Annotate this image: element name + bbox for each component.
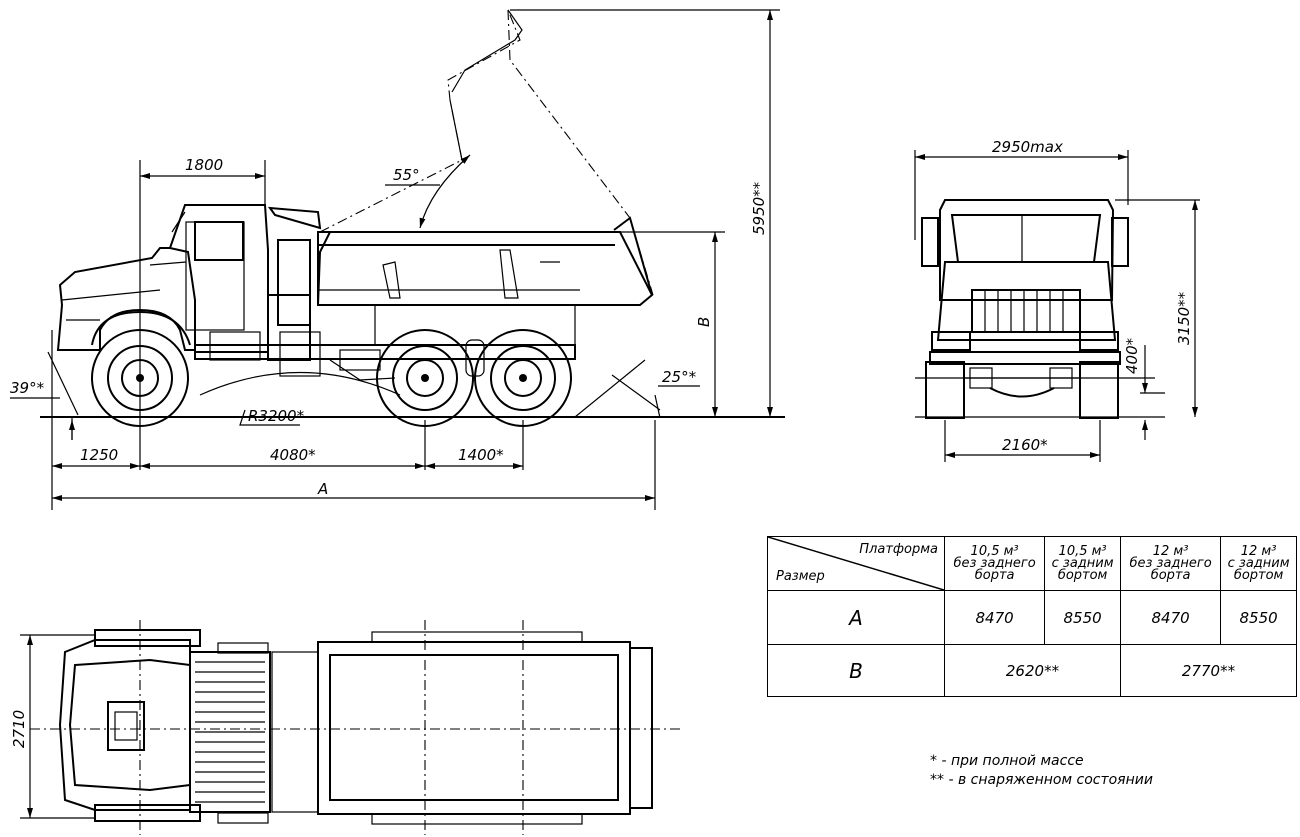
column-header: 12 м³ без заднего борта [1119,536,1222,591]
table-cell: 2620** [944,644,1121,697]
legend-single-star: * - при полной массе [930,753,1084,769]
overall-height-label: 3150** [1175,291,1193,345]
overall-width-label: 2950max [992,138,1063,156]
column-header: 10,5 м³ без заднего борта [943,536,1046,591]
table-cell: 8470 [1119,590,1222,645]
column-header: 12 м³ с задним бортом [1220,536,1297,591]
rear-axle-spread-label: 1400* [458,446,504,464]
table-row: A 8470 8550 8470 8550 [767,590,1297,645]
table-cell: 2770** [1119,644,1298,697]
approach-angle-label: 39°* [10,379,45,397]
departure-angle-label: 25°* [662,368,697,386]
raised-height-label: 5950** [750,181,768,235]
turning-radius-label: R3200* [248,407,305,425]
track-label: 2160* [1002,436,1048,454]
row-label-a: A [767,590,945,645]
table-cell: 8550 [1220,590,1297,645]
platform-header: Платформа [859,542,938,557]
top-view: 2710 [10,620,680,835]
legend: * - при полной массе ** - в снаряженном … [930,752,1153,790]
table-row: B 2620** 2770** [767,644,1298,697]
corner-diagonal [768,537,944,590]
table-corner-cell: Платформа Размер [767,536,945,591]
dump-body [317,216,654,345]
wheelbase-label: 4080* [270,446,316,464]
spec-table: Платформа Размер 10,5 м³ без заднего бор… [767,536,1298,697]
front-view: 2950max 2160* 3150** 400* [914,138,1200,462]
overall-length-label: A [317,480,328,498]
legend-double-star: ** - в снаряженном состоянии [930,772,1153,788]
column-header: 10,5 м³ с задним бортом [1044,536,1121,591]
side-view: 1800 55° 5950** B 39°* 25°* R3200* 1250 … [10,9,785,510]
body-width-label: 2710 [10,710,28,748]
platform-height-label: B [695,317,713,327]
size-header: Размер [776,569,825,584]
row-label-b: B [767,644,945,697]
table-cell: 8470 [943,590,1046,645]
cab-length-label: 1800 [185,156,223,174]
front-overhang-label: 1250 [80,446,118,464]
ground-clearance-label: 400* [1123,337,1141,374]
tilt-angle-label: 55° [393,166,420,184]
table-cell: 8550 [1044,590,1121,645]
